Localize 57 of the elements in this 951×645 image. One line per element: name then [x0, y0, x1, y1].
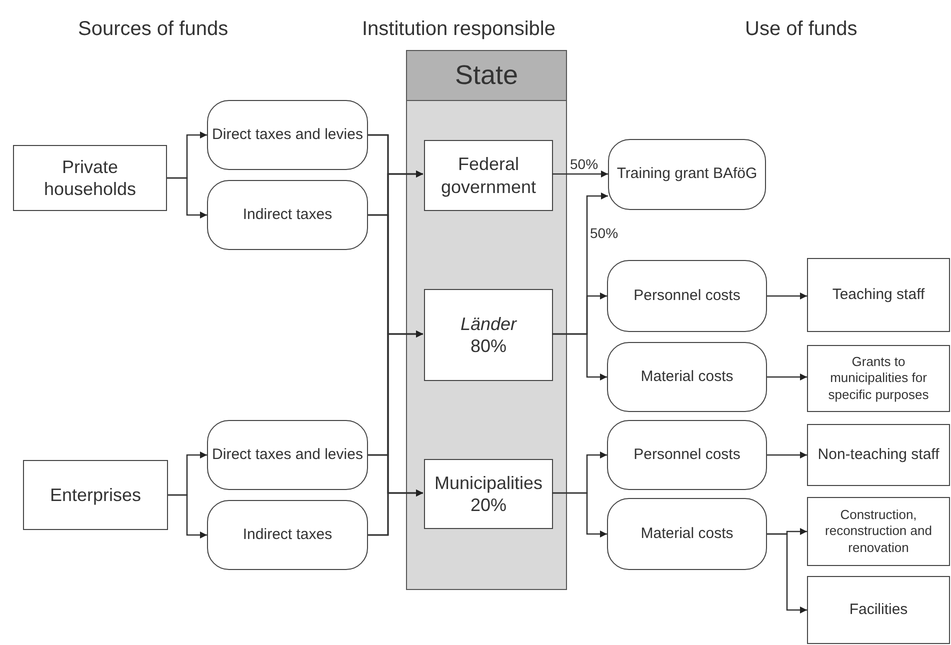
node-label: Training grant BAföG	[616, 165, 758, 184]
state-band	[406, 50, 567, 590]
node-label: Facilities	[849, 600, 908, 620]
node-label: Personnel costs	[634, 286, 740, 306]
arrow	[167, 177, 207, 218]
node-label: Grants to municipalities for specific purposes	[827, 354, 930, 403]
use-box	[807, 424, 950, 486]
node-label: Non-teaching staff	[818, 446, 940, 464]
source-box	[23, 460, 168, 530]
node-label: Material costs	[640, 368, 734, 386]
node-label: Direct taxes and levies	[212, 126, 363, 144]
node-label: Personnel costs	[634, 446, 740, 464]
tax-box	[207, 420, 368, 490]
cost-box	[607, 342, 767, 412]
node-label: Direct taxes and levies	[212, 446, 363, 464]
arrow	[767, 533, 807, 614]
column-heading: Use of funds	[745, 17, 858, 42]
arrow	[168, 494, 207, 538]
tax-box	[207, 500, 368, 570]
node-label: Indirect taxes	[242, 526, 332, 544]
cost-box	[607, 260, 767, 332]
node-label: Federal government	[440, 153, 538, 198]
cost-box	[607, 420, 767, 490]
node-label: Municipalities	[434, 472, 543, 494]
cost-box	[608, 139, 766, 210]
column-heading: Sources of funds	[78, 17, 228, 42]
institution-box	[424, 459, 553, 529]
use-box	[807, 497, 950, 566]
node-label: Enterprises	[50, 484, 142, 506]
use-box	[807, 345, 950, 412]
node-label: Private households	[42, 156, 138, 200]
node-label: Material costs	[640, 524, 734, 544]
arrow	[552, 492, 607, 538]
node-label: Construction, reconstruction and renovation	[824, 507, 933, 556]
cost-box	[607, 498, 767, 570]
arrow	[767, 292, 807, 300]
tax-box	[207, 100, 368, 170]
band-title: State	[454, 59, 518, 92]
tax-box	[207, 180, 368, 250]
column-heading: Institution responsible	[362, 17, 556, 42]
institution-box	[424, 140, 553, 211]
node-label: Indirect taxes	[242, 206, 332, 224]
arrow	[552, 333, 607, 380]
edge-label: 50%	[589, 226, 620, 240]
institution-box	[424, 289, 553, 381]
arrow	[552, 170, 608, 178]
arrow	[767, 452, 807, 458]
source-box	[13, 145, 167, 211]
arrow	[767, 374, 807, 380]
node-label: Teaching staff	[832, 286, 925, 304]
edge-label: 50%	[569, 157, 600, 171]
node-label: 20%	[470, 494, 507, 516]
arrow	[368, 490, 423, 536]
use-box	[807, 576, 950, 644]
use-box	[807, 258, 950, 332]
node-label: Länder	[460, 312, 517, 335]
node-label: 80%	[470, 335, 507, 358]
